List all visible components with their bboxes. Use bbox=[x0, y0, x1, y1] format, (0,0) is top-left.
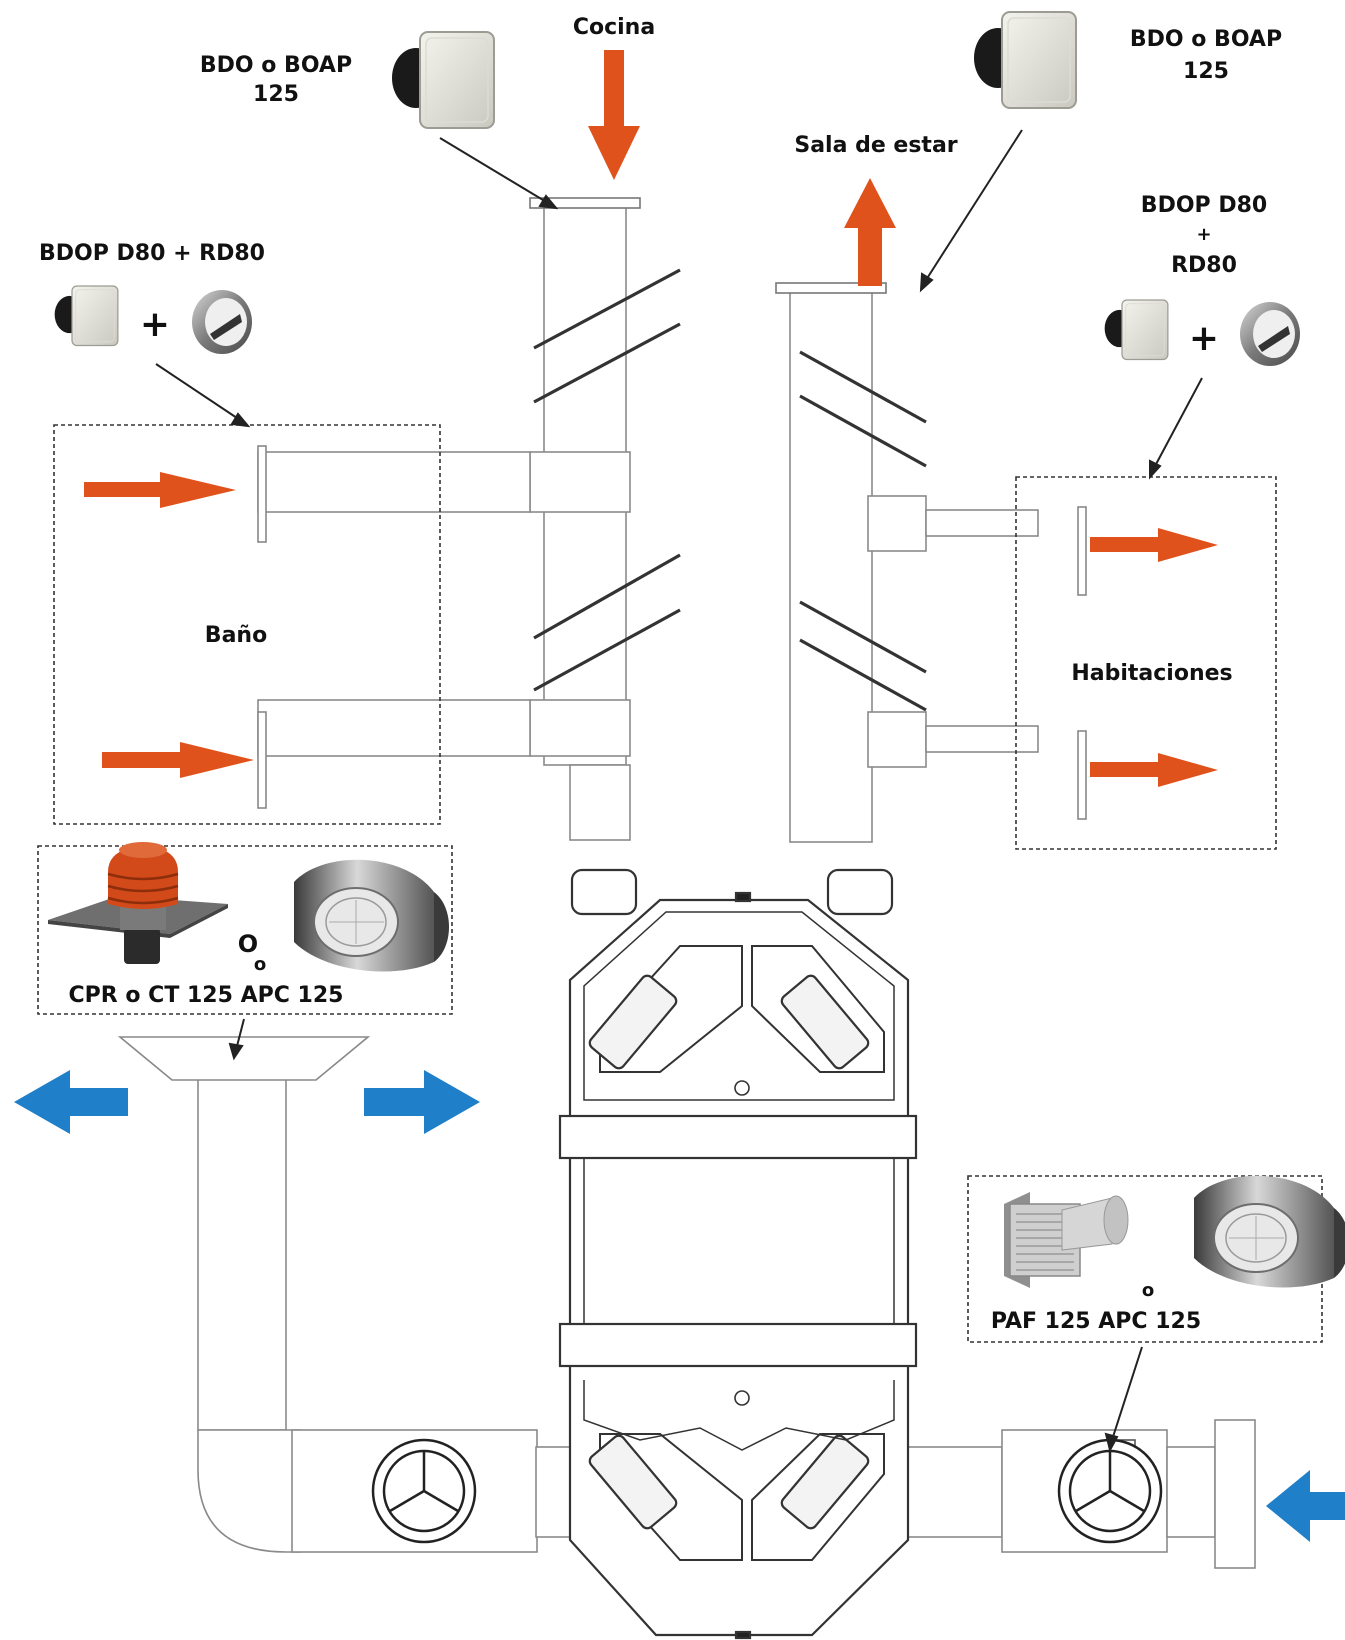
plus-right: + bbox=[1189, 318, 1219, 359]
sala-label: Sala de estar bbox=[794, 133, 957, 158]
roof-outlet-icon bbox=[48, 842, 228, 964]
bdop-left-valve-icon bbox=[54, 285, 119, 347]
exhaust-arrow-right bbox=[364, 1070, 480, 1134]
bdop-right-label-line1: BDOP D80 bbox=[1141, 193, 1267, 218]
exhaust-fan-icon bbox=[371, 1438, 477, 1544]
habitaciones-arrow-upper bbox=[1090, 528, 1218, 562]
bdop-right-label-line3: RD80 bbox=[1171, 253, 1237, 278]
exhaust-options-box bbox=[37, 845, 453, 1015]
cocina-label: Cocina bbox=[573, 15, 655, 40]
cocina-extract-arrow bbox=[588, 50, 640, 180]
wall-hood-left-icon bbox=[293, 858, 450, 973]
paf-duct-icon bbox=[1061, 1195, 1129, 1251]
bdo-boap-left-icon bbox=[391, 31, 495, 129]
paf-label: PAF 125 APC 125 bbox=[991, 1309, 1201, 1334]
terminal-flanges bbox=[257, 445, 1087, 820]
exhaust-arrow-left bbox=[14, 1070, 128, 1134]
cpr-label: CPR o CT 125 APC 125 bbox=[69, 983, 344, 1008]
bano-arrow-upper bbox=[84, 472, 236, 508]
habitaciones-zone bbox=[1015, 476, 1277, 850]
bdo-boap-right-icon bbox=[973, 11, 1077, 109]
roof-cap bbox=[117, 1036, 371, 1081]
wall-hood-right-icon bbox=[1193, 1174, 1345, 1289]
or-small-label: o bbox=[254, 954, 266, 975]
habitaciones-label: Habitaciones bbox=[1071, 661, 1232, 686]
plus-left: + bbox=[140, 304, 170, 345]
bdop-right-label-line2: + bbox=[1196, 224, 1211, 245]
bano-arrow-lower bbox=[102, 742, 254, 778]
bdo-right-label-line1: BDO o BOAP bbox=[1130, 27, 1282, 52]
habitaciones-arrow-lower bbox=[1090, 753, 1218, 787]
break-marks bbox=[533, 268, 927, 712]
bano-label: Baño bbox=[205, 623, 267, 648]
bdo-left-label-line2: 125 bbox=[253, 82, 299, 107]
intake-fan-icon bbox=[1057, 1438, 1163, 1544]
leader-lines bbox=[155, 129, 1203, 1453]
bdo-right-label-line2: 125 bbox=[1183, 59, 1229, 84]
or-big-label: O bbox=[238, 930, 258, 958]
or-right-label: o bbox=[1142, 1280, 1154, 1301]
rd80-right-icon bbox=[1240, 302, 1300, 366]
sala-supply-arrow bbox=[844, 178, 896, 286]
bdop-right-valve-icon bbox=[1104, 299, 1169, 361]
intake-arrow bbox=[1266, 1470, 1345, 1542]
heat-recovery-unit-icon bbox=[558, 868, 918, 1640]
rd80-left-icon bbox=[192, 290, 252, 354]
bdo-left-label-line1: BDO o BOAP bbox=[200, 53, 352, 78]
bdop-left-label: BDOP D80 + RD80 bbox=[39, 241, 265, 266]
